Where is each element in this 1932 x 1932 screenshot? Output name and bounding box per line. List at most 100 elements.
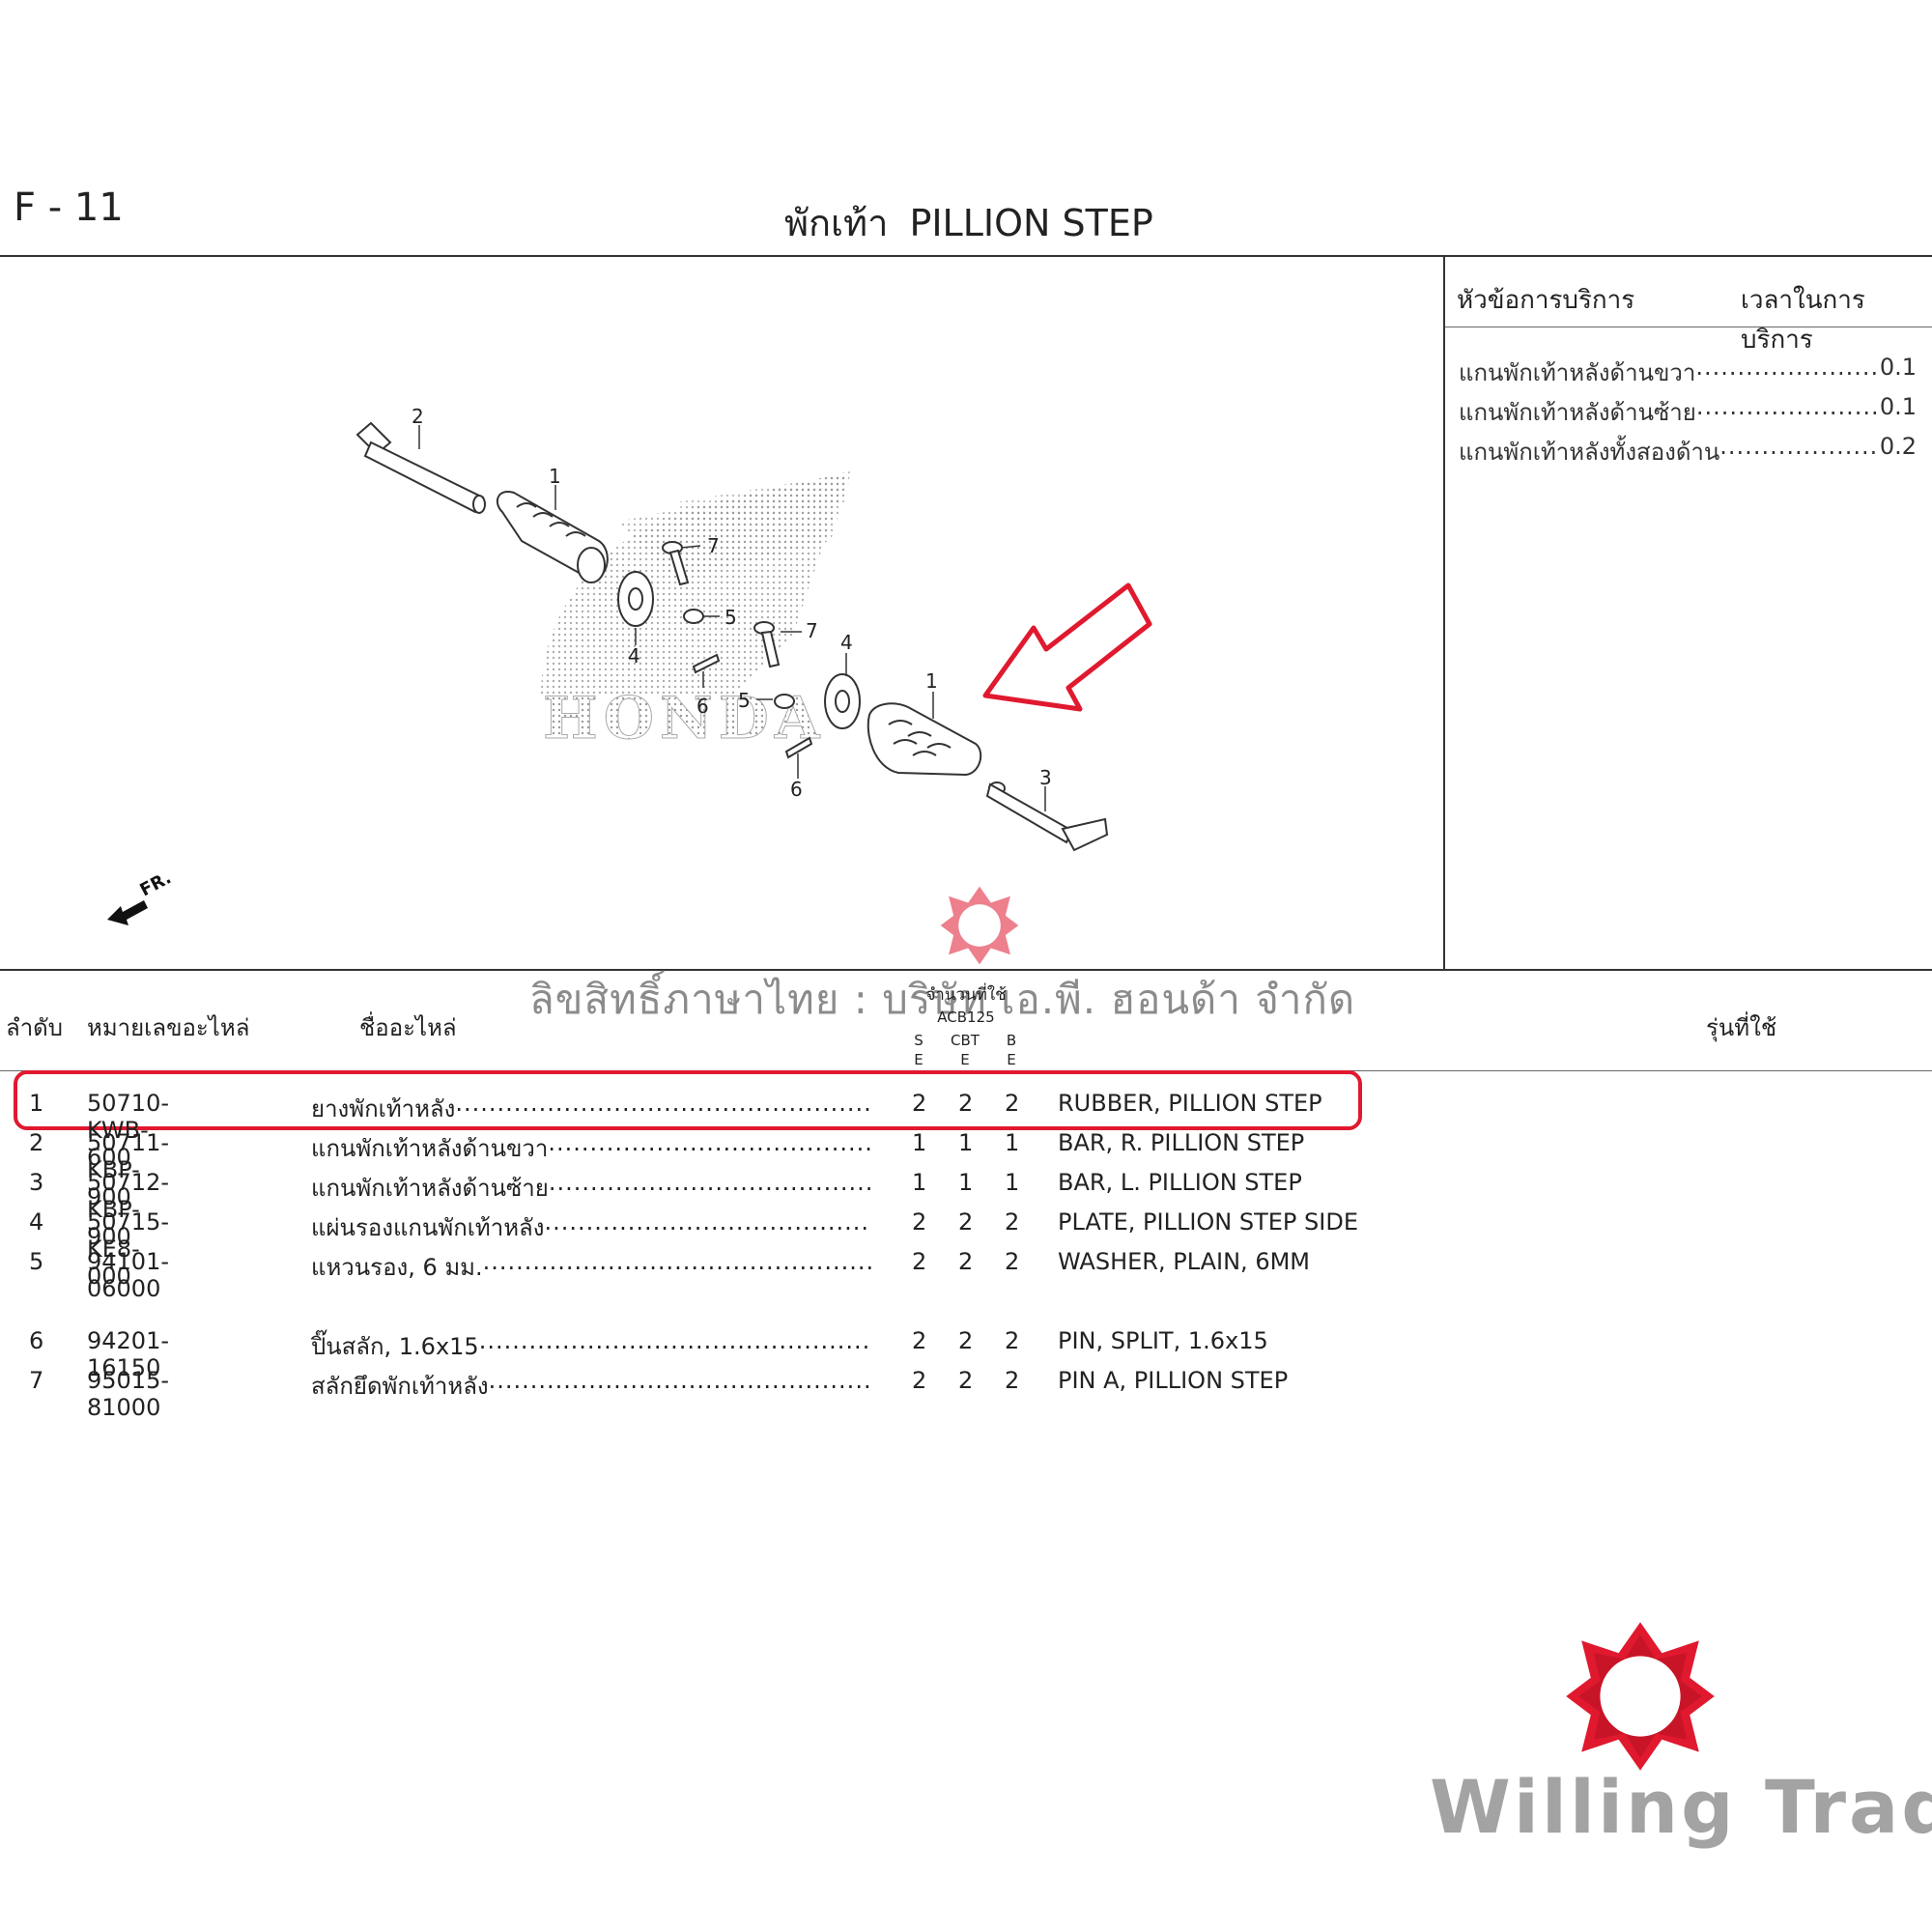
callout-4: 4	[628, 644, 640, 668]
page-code: F - 11	[14, 185, 124, 230]
row-qty-2: 2	[958, 1248, 974, 1275]
callout-5: 5	[724, 606, 737, 629]
callout-3: 3	[1039, 766, 1052, 789]
divider-vertical	[1443, 256, 1445, 970]
row-part-no: 50712-KBP-900	[87, 1169, 170, 1250]
row-name-th: ยางพักเท้าหลัง	[311, 1095, 456, 1122]
part-3-bar-left	[985, 781, 1109, 852]
row-name-th: แกนพักเท้าหลังด้านขวา	[311, 1135, 549, 1162]
row-name-th: ปิ๊นสลัก, 1.6x15	[311, 1333, 479, 1360]
row-qty-2: 2	[958, 1090, 974, 1117]
row-name-en: PLATE, PILLION STEP SIDE	[1058, 1208, 1358, 1236]
service-item: แกนพักเท้าหลังด้านขวา 0.1	[1459, 354, 1917, 391]
table-header-sub-2-bottom: E	[960, 1051, 970, 1068]
row-no: 4	[29, 1208, 44, 1236]
highlight-row-box	[14, 1070, 1362, 1130]
row-name-th: แผ่นรองแกนพักเท้าหลัง	[311, 1214, 545, 1241]
table-header-models-used: รุ่นที่ใช้	[1706, 1014, 1777, 1041]
row-no: 3	[29, 1169, 44, 1196]
callout-numbers: 2 1 7 5 4 6 7 4 5 6 1 3	[412, 405, 1052, 801]
row-no: 1	[29, 1090, 44, 1117]
row-qty-1: 2	[912, 1367, 927, 1394]
table-header-model: ACB125	[937, 1009, 995, 1026]
row-name-en: PIN A, PILLION STEP	[1058, 1367, 1289, 1394]
table-header-no: ลำดับ	[6, 1014, 64, 1041]
divider-middle	[0, 969, 1932, 971]
table-header-name: ชื่ออะไหล่	[359, 1014, 457, 1041]
service-header-time: เวลาในการบริการ	[1741, 286, 1865, 355]
row-qty-3: 2	[1005, 1090, 1020, 1117]
row-no: 7	[29, 1367, 44, 1394]
callout-1: 1	[925, 669, 938, 693]
callout-4: 4	[840, 631, 853, 654]
callout-5: 5	[738, 689, 751, 712]
row-part-no: 50711-KBP-900	[87, 1129, 170, 1210]
row-name-en: RUBBER, PILLION STEP	[1058, 1090, 1322, 1117]
part-4-plate-lower	[824, 673, 861, 729]
callout-6: 6	[790, 778, 803, 801]
part-7-pin-upper	[662, 541, 690, 586]
part-2-bar-right	[355, 421, 486, 514]
highlight-arrow	[982, 582, 1152, 712]
row-qty-3: 2	[1005, 1208, 1020, 1236]
part-6-split-pin-lower	[784, 736, 813, 759]
table-header-sub-2-top: CBT	[951, 1032, 980, 1049]
brand-logo-icon	[1566, 1622, 1715, 1771]
table-header-qty: จำนวนที่ใช้	[925, 985, 1007, 1005]
row-qty-3: 1	[1005, 1169, 1020, 1196]
row-name-en: BAR, L. PILLION STEP	[1058, 1169, 1302, 1196]
part-5-washer-upper	[683, 609, 704, 624]
row-qty-1: 2	[912, 1327, 927, 1354]
part-7-pin-lower	[753, 621, 781, 668]
row-name-en: WASHER, PLAIN, 6MM	[1058, 1248, 1310, 1275]
row-qty-1: 1	[912, 1169, 927, 1196]
service-item-time: 0.1	[1879, 354, 1917, 381]
callout-6: 6	[696, 695, 709, 718]
row-part-no: 94201-16150	[87, 1327, 170, 1381]
callout-leaders	[418, 425, 1046, 811]
page-title-th: พักเท้า	[784, 202, 889, 244]
table-header-sub-3-bottom: E	[1007, 1051, 1016, 1068]
row-no: 6	[29, 1327, 44, 1354]
table-header-sub-1-bottom: E	[914, 1051, 923, 1068]
row-qty-3: 2	[1005, 1327, 1020, 1354]
row-qty-1: 1	[912, 1129, 927, 1156]
service-item-time: 0.2	[1879, 433, 1917, 460]
row-no: 2	[29, 1129, 44, 1156]
callout-2: 2	[412, 405, 424, 428]
row-qty-3: 2	[1005, 1248, 1020, 1275]
brand-name: Willing Trade	[1430, 1764, 1932, 1850]
row-name-th: สลักยึดพักเท้าหลัง	[311, 1373, 489, 1400]
divider-top	[0, 255, 1932, 257]
service-item-label: แกนพักเท้าหลังทั้งสองด้าน	[1459, 439, 1720, 466]
table-header-part-no: หมายเลขอะไหล่	[87, 1014, 250, 1041]
table-header-sub-1-top: S	[914, 1032, 923, 1049]
service-item: แกนพักเท้าหลังทั้งสองด้าน 0.2	[1459, 433, 1917, 470]
row-part-no: 50715-KE8-000	[87, 1208, 170, 1290]
page-title: พักเท้า PILLION STEP	[784, 193, 1175, 252]
service-item: แกนพักเท้าหลังด้านซ้าย 0.1	[1459, 393, 1917, 431]
honda-watermark-text: HONDA	[543, 685, 825, 753]
service-header-topic: หัวข้อการบริการ	[1457, 286, 1635, 315]
callout-7: 7	[707, 534, 720, 557]
row-qty-1: 2	[912, 1208, 927, 1236]
part-6-split-pin-upper	[692, 653, 721, 674]
callout-1: 1	[549, 465, 561, 488]
page-title-en: PILLION STEP	[909, 202, 1153, 244]
part-1-rubber-upper	[496, 491, 609, 583]
row-qty-2: 2	[958, 1208, 974, 1236]
row-qty-1: 2	[912, 1248, 927, 1275]
part-1-rubber-lower	[867, 702, 982, 777]
row-name-th: แกนพักเท้าหลังด้านซ้าย	[311, 1175, 549, 1202]
row-qty-3: 1	[1005, 1129, 1020, 1156]
row-qty-2: 1	[958, 1169, 974, 1196]
copyright-text: ลิขสิทธิ์ภาษาไทย : บริษัท เอ.พี. ฮอนด้า …	[529, 976, 1356, 1023]
row-qty-2: 2	[958, 1367, 974, 1394]
front-direction-icon: FR.	[107, 869, 175, 925]
service-item-time: 0.1	[1879, 393, 1917, 420]
row-qty-1: 2	[912, 1090, 927, 1117]
row-name-en: BAR, R. PILLION STEP	[1058, 1129, 1305, 1156]
service-item-label: แกนพักเท้าหลังด้านซ้าย	[1459, 399, 1696, 426]
service-item-label: แกนพักเท้าหลังด้านขวา	[1459, 359, 1696, 386]
part-5-washer-lower	[774, 694, 795, 709]
